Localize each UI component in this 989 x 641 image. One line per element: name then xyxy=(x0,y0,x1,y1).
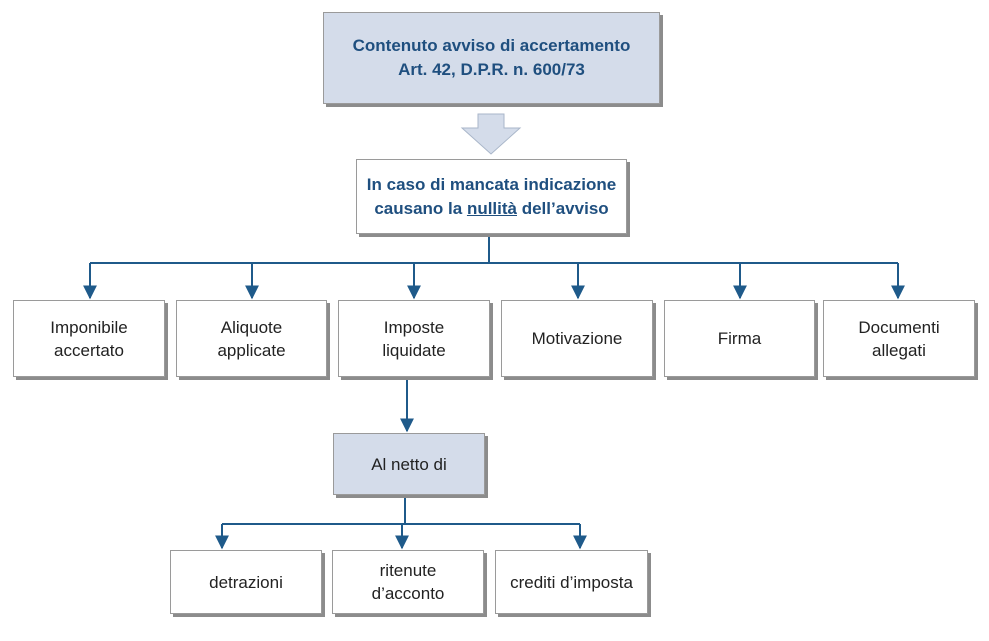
element-box-documenti: Documenti allegati xyxy=(823,300,975,377)
down-arrow-icon xyxy=(460,113,522,155)
deduction-label-ritenute: ritenute d’acconto xyxy=(371,561,445,603)
title-line-2: Art. 42, D.P.R. n. 600/73 xyxy=(398,60,585,79)
title-line-1: Contenuto avviso di accertamento xyxy=(352,36,631,55)
element-label-imposte: Imposte liquidate xyxy=(382,317,446,360)
element-box-imponibile: Imponibile accertato xyxy=(13,300,165,377)
title-box: Contenuto avviso di accertamento Art. 42… xyxy=(323,12,660,104)
deduction-box-detrazioni: detrazioni xyxy=(170,550,322,614)
condition-text-before: causano la xyxy=(374,198,467,218)
net-box: Al netto di xyxy=(333,433,485,495)
deduction-label-detrazioni: detrazioni xyxy=(209,572,283,592)
element-box-imposte: Imposte liquidate xyxy=(338,300,490,377)
element-box-aliquote: Aliquote applicate xyxy=(176,300,327,377)
condition-text-after: dell’avviso xyxy=(517,198,609,218)
element-label-motivazione: Motivazione xyxy=(531,329,623,348)
element-box-motivazione: Motivazione xyxy=(501,300,653,377)
element-label-documenti: Documenti allegati xyxy=(858,317,940,360)
element-label-imponibile: Imponibile accertato xyxy=(50,317,128,360)
deduction-label-crediti: crediti d’imposta xyxy=(510,572,633,592)
condition-line-2: causano la nullità dell’avviso xyxy=(367,197,616,221)
element-box-firma: Firma xyxy=(664,300,815,377)
condition-line-1: In caso di mancata indicazione xyxy=(366,174,617,194)
deduction-box-crediti: crediti d’imposta xyxy=(495,550,648,614)
net-label: Al netto di xyxy=(371,454,447,474)
condition-box: In caso di mancata indicazione causano l… xyxy=(356,159,627,234)
deduction-box-ritenute: ritenute d’acconto xyxy=(332,550,484,614)
element-label-firma: Firma xyxy=(717,329,762,348)
nullita-underlined: nullità xyxy=(466,198,517,218)
element-label-aliquote: Aliquote applicate xyxy=(217,317,286,360)
